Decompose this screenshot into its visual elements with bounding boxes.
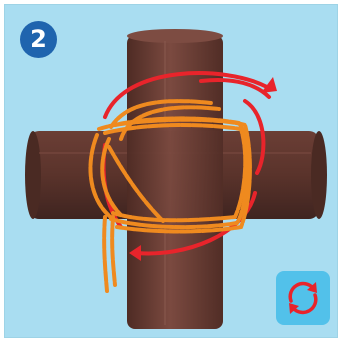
rope-tail-2: [112, 217, 115, 285]
rotate-view-button[interactable]: [276, 271, 330, 325]
lashing-diagram-panel: 2: [4, 4, 338, 338]
rope-tail-1: [104, 217, 107, 291]
vertical-pole-front: [127, 123, 223, 227]
step-number-badge: 2: [20, 21, 57, 58]
rotate-icon: [276, 271, 330, 325]
